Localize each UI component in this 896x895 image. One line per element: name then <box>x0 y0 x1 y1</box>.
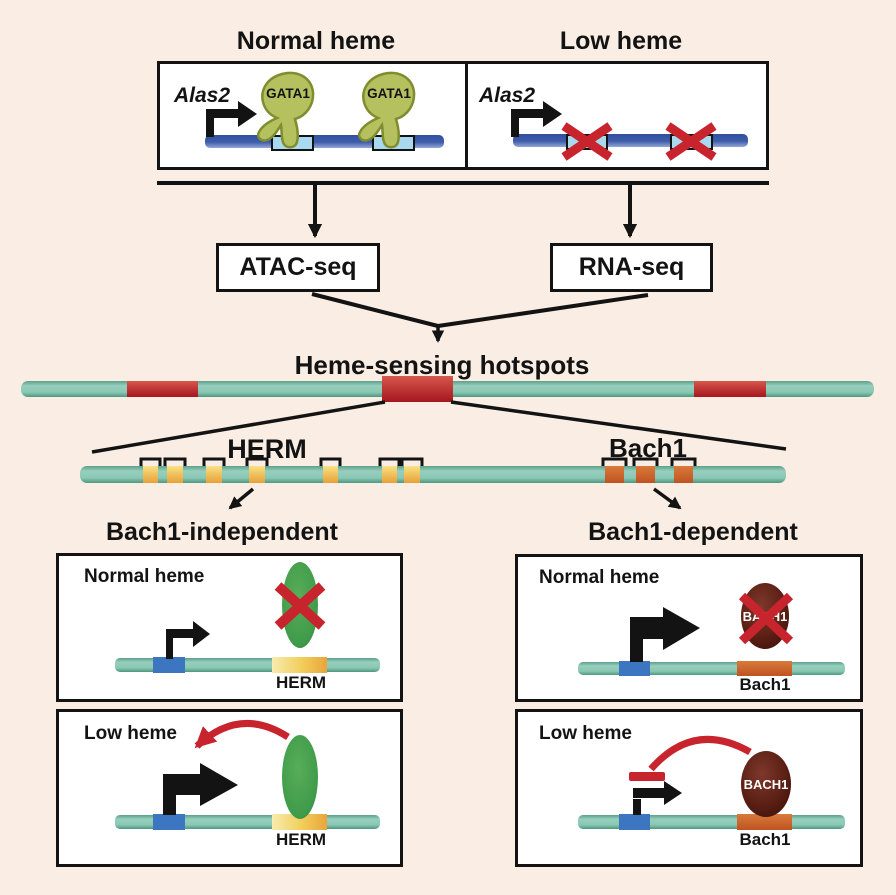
independent-normal-panel <box>56 553 403 702</box>
arrow-to-independent <box>228 487 255 510</box>
herm-element-box <box>272 657 327 673</box>
panel-condition-label: Low heme <box>539 723 632 744</box>
gata1-label: GATA1 <box>266 86 310 101</box>
inhibition-arrow <box>629 735 752 781</box>
zoom-line-left <box>91 400 386 454</box>
alas2-low-gene <box>511 101 748 161</box>
red-cross-icon <box>274 582 326 630</box>
activation-arrow <box>194 719 290 749</box>
bach1-element-box <box>737 661 792 676</box>
strong-transcription-arrow <box>163 763 238 815</box>
bach1-cluster-label: Bach1 <box>608 433 688 463</box>
red-cross-icon <box>665 122 717 161</box>
bach1-protein-label: BACH1 <box>744 777 789 792</box>
promoter-box <box>153 657 185 673</box>
red-cross-icon <box>738 592 794 645</box>
promoter-box <box>619 814 650 830</box>
dependent-normal-scene: BACH1 <box>578 583 845 676</box>
hotspot-segment-zoomed <box>382 376 453 402</box>
site-brackets <box>139 457 697 466</box>
bach1-protein <box>741 751 791 817</box>
alas2-gene-label: Alas2 <box>174 84 231 107</box>
low-heme-title: Low heme <box>559 27 683 55</box>
alas2-gene-label: Alas2 <box>479 84 536 107</box>
promoter-box <box>619 661 650 676</box>
converge-line-left <box>311 292 439 328</box>
weak-transcription-arrow <box>633 781 682 815</box>
dependent-title: Bach1-dependent <box>588 518 798 546</box>
red-cross-icon <box>561 122 613 161</box>
herm-element-label: HERM <box>275 673 327 692</box>
transcription-arrow <box>206 101 257 137</box>
atac-seq-label: ATAC-seq <box>239 253 357 281</box>
panel-condition-label: Normal heme <box>539 567 660 588</box>
locus-dna-bar <box>578 815 845 829</box>
zoom-line-right <box>450 400 787 451</box>
herm-cluster-label: HERM <box>227 434 307 464</box>
dependent-low-scene: BACH1 <box>578 735 845 830</box>
strong-transcription-arrow <box>630 607 700 662</box>
herm-sensor-protein <box>282 735 318 819</box>
converge-line-right <box>437 293 649 328</box>
genome-bar <box>21 376 874 454</box>
hotspot-segment <box>694 381 766 397</box>
hotspot-segment <box>127 381 198 397</box>
workflow-connectors <box>157 181 769 343</box>
independent-title: Bach1-independent <box>106 518 338 546</box>
herm-element-box <box>272 814 327 830</box>
alas2-normal-gene <box>205 71 444 151</box>
gata1-label: GATA1 <box>367 86 411 101</box>
locus-bar <box>80 457 786 510</box>
hotspots-title: Heme-sensing hotspots <box>294 350 590 380</box>
rna-seq-box: RNA-seq <box>550 243 713 292</box>
bach1-sites <box>605 466 693 483</box>
bach1-element-label: Bach1 <box>739 675 791 694</box>
bach1-element-box <box>737 814 792 830</box>
rna-seq-label: RNA-seq <box>578 253 685 281</box>
locus-dna-bar <box>578 662 845 675</box>
arrow-to-dependent <box>652 487 682 510</box>
transcription-arrow <box>166 621 210 659</box>
independent-normal-scene <box>115 562 380 673</box>
herm-element-label: HERM <box>275 830 327 849</box>
promoter-box <box>153 814 185 830</box>
bach1-element-label: Bach1 <box>739 830 791 849</box>
normal-heme-title: Normal heme <box>236 27 396 55</box>
herm-sites <box>143 466 420 483</box>
panel-condition-label: Low heme <box>84 723 177 744</box>
atac-seq-box: ATAC-seq <box>216 243 380 292</box>
transcription-arrow <box>511 101 562 137</box>
panel-condition-label: Normal heme <box>84 566 205 587</box>
dependent-low-panel <box>515 709 863 867</box>
independent-low-scene <box>115 719 380 830</box>
